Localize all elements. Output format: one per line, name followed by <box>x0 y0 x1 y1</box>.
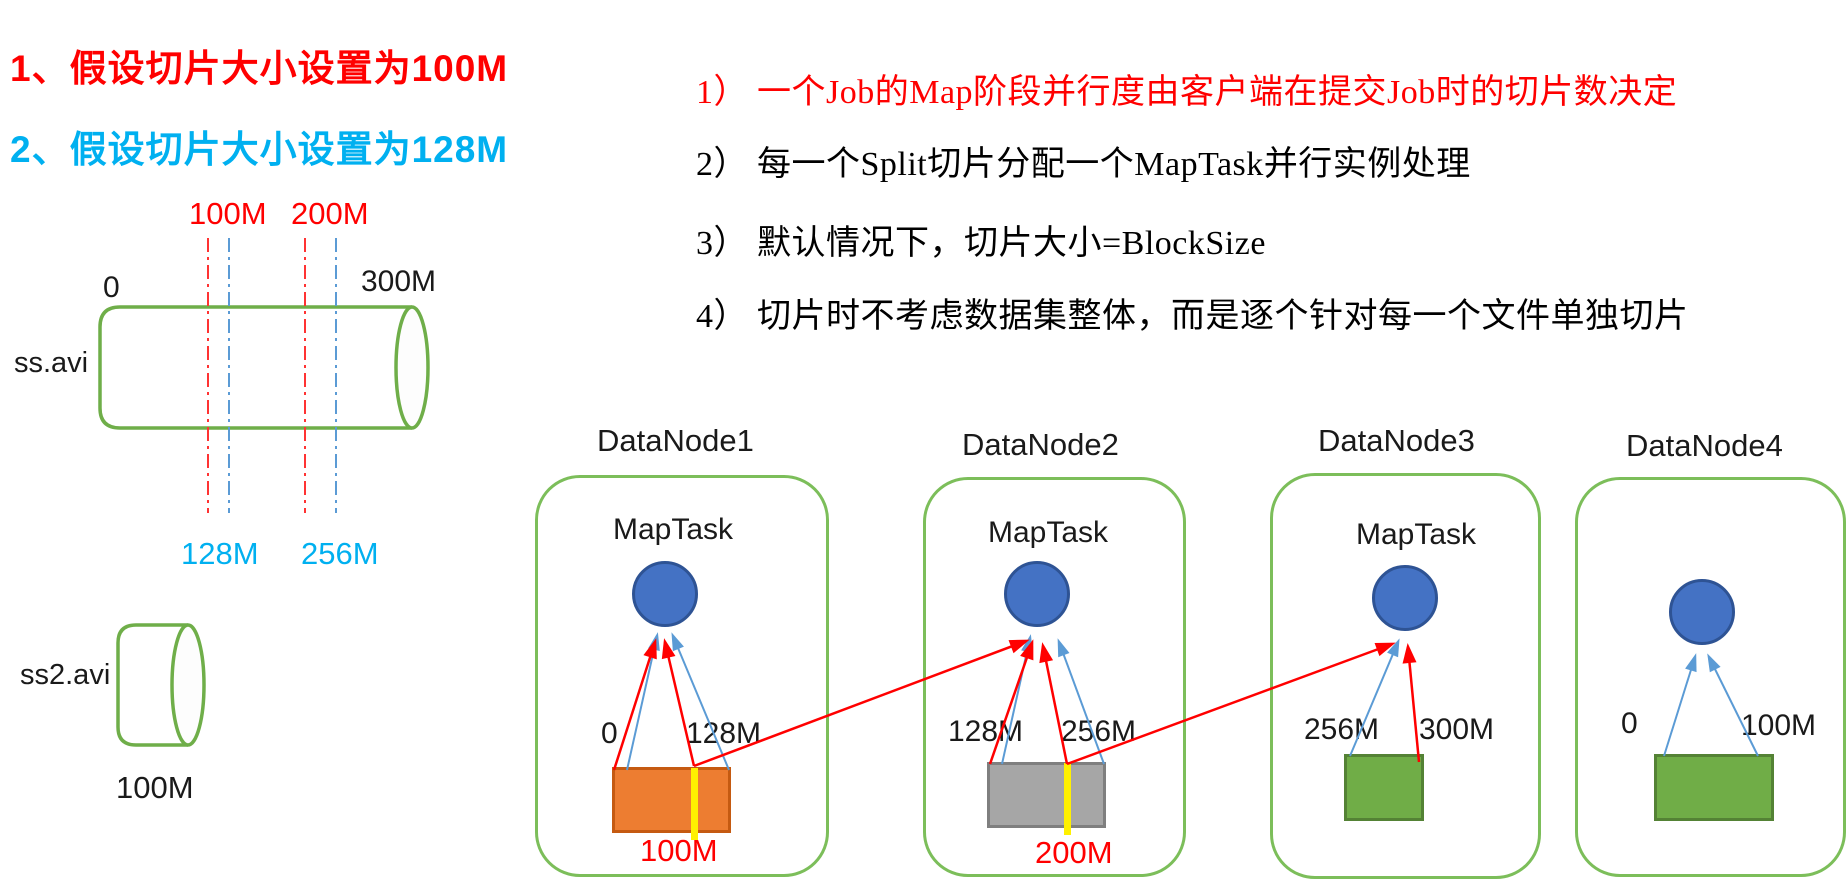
file1-name: ss.avi <box>14 347 89 379</box>
datanode2-block <box>987 762 1106 835</box>
datanode3-block <box>1344 754 1424 821</box>
mark-100m: 100M <box>189 196 267 231</box>
rule-2: 2） 每一个Split切片分配一个MapTask并行实例处理 <box>696 146 1471 183</box>
datanode1-split-line <box>691 768 698 840</box>
datanode2-range-start: 128M <box>948 715 1024 748</box>
datanode2-split-line <box>1064 763 1071 835</box>
mark-256m: 256M <box>301 536 379 571</box>
datanode2-maptask-label: MapTask <box>988 516 1109 549</box>
datanode1-range-start: 0 <box>601 717 618 750</box>
datanode3-maptask-label: MapTask <box>1356 518 1477 551</box>
datanode3-title: DataNode3 <box>1318 423 1475 458</box>
datanode2-maptask-circle <box>1004 561 1070 627</box>
datanode1-maptask-circle <box>632 561 698 627</box>
datanode4-maptask-circle <box>1669 579 1735 645</box>
file2-cylinder-cap <box>170 623 206 747</box>
datanode2-title: DataNode2 <box>962 427 1119 462</box>
datanode2-range-end: 256M <box>1061 715 1137 748</box>
datanode1-split-size: 100M <box>640 833 718 868</box>
mark-200m: 200M <box>291 196 369 231</box>
datanode1-maptask-label: MapTask <box>613 513 734 546</box>
mark-128m: 128M <box>181 536 259 571</box>
file2-size-label: 100M <box>116 770 194 805</box>
datanode4-range-start: 0 <box>1621 707 1638 740</box>
file2-name: ss2.avi <box>20 659 111 691</box>
file1-cylinder-body <box>98 305 412 430</box>
datanode4-title: DataNode4 <box>1626 428 1783 463</box>
datanode1-title: DataNode1 <box>597 423 754 458</box>
datanode4-range-end: 100M <box>1741 709 1817 742</box>
datanode1-block <box>612 767 731 840</box>
note-split-100m: 1、假设切片大小设置为100M <box>10 48 509 89</box>
file1-total-label: 300M <box>361 265 437 298</box>
datanode4-panel <box>1575 477 1846 877</box>
file1-zero-label: 0 <box>103 271 120 304</box>
datanode4-block <box>1654 754 1774 821</box>
rule-1: 1） 一个Job的Map阶段并行度由客户端在提交Job时的切片数决定 <box>696 74 1678 111</box>
file1-cylinder-cap <box>394 305 430 430</box>
datanode3-maptask-circle <box>1372 565 1438 631</box>
datanode3-range-end: 300M <box>1419 713 1495 746</box>
rule-4: 4） 切片时不考虑数据集整体，而是逐个针对每一个文件单独切片 <box>696 298 1689 335</box>
datanode3-range-start: 256M <box>1304 713 1380 746</box>
note-split-128m: 2、假设切片大小设置为128M <box>10 129 509 170</box>
file2-cylinder-body <box>116 623 188 747</box>
datanode1-range-end: 128M <box>686 717 762 750</box>
rule-3: 3） 默认情况下，切片大小=BlockSize <box>696 225 1266 262</box>
datanode2-split-size: 200M <box>1035 835 1113 870</box>
